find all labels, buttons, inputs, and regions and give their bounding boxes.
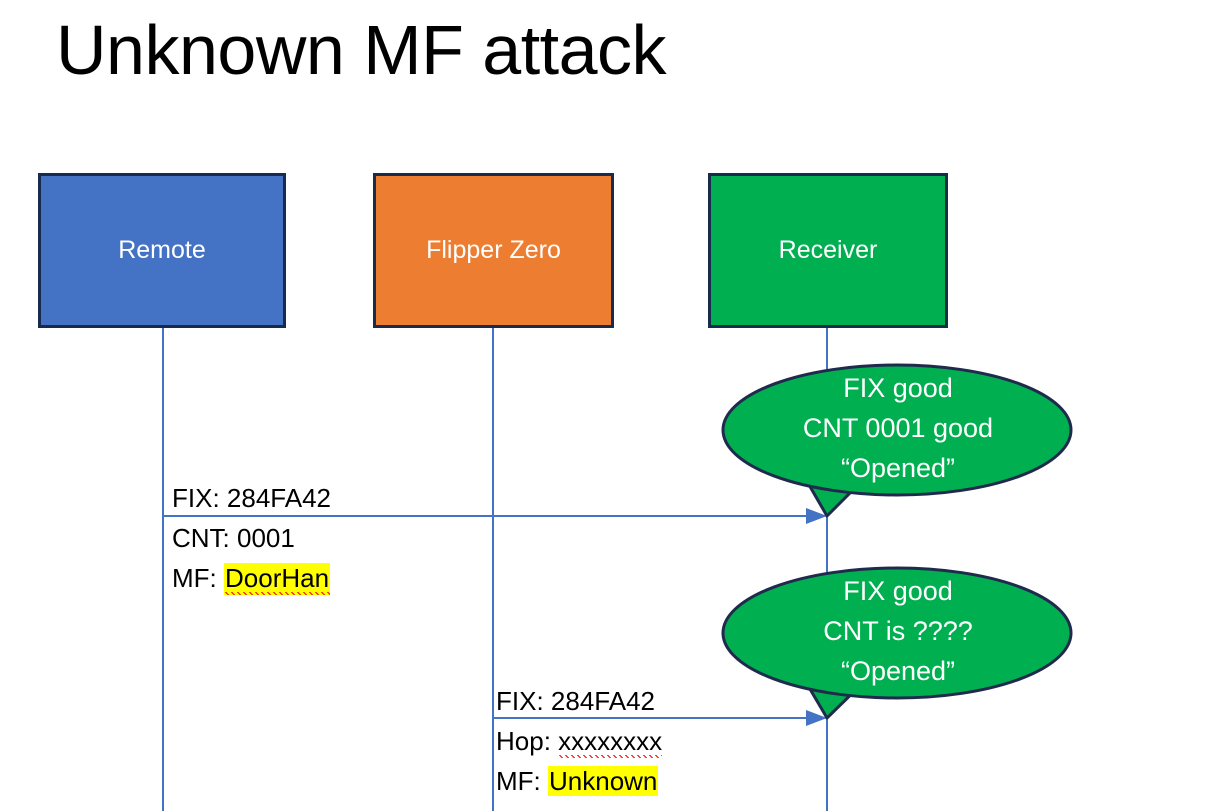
- message-1-fix-line: FIX: 284FA42: [172, 483, 331, 513]
- speech-bubble-1-body: [721, 363, 1073, 497]
- message-1-cnt-line: CNT: 0001: [172, 523, 295, 553]
- speech-bubble-2: [721, 566, 1073, 720]
- actor-label-flipper: Flipper Zero: [426, 235, 561, 264]
- message-1-mf-line: MF: DoorHan: [172, 558, 331, 598]
- message-2-mf-prefix: MF:: [496, 766, 548, 796]
- message-2-fix-line: FIX: 284FA42: [496, 686, 655, 716]
- message-arrowhead-1: [806, 508, 827, 524]
- actor-label-remote: Remote: [118, 235, 206, 264]
- message-2-hop-value: xxxxxxxx: [558, 726, 663, 758]
- message-1-mf-value: DoorHan: [224, 563, 331, 595]
- message-2-mf-value: Unknown: [548, 766, 659, 796]
- message-arrowhead-2: [806, 710, 827, 726]
- page-title: Unknown MF attack: [56, 11, 667, 89]
- actor-box-receiver[interactable]: Receiver: [708, 173, 948, 328]
- message-2-mf-line: MF: Unknown: [496, 761, 659, 801]
- speech-bubble-1: [721, 363, 1073, 518]
- actor-label-receiver: Receiver: [778, 235, 878, 264]
- actor-box-remote[interactable]: Remote: [38, 173, 286, 328]
- message-1-mf-prefix: MF:: [172, 563, 224, 593]
- actor-box-flipper[interactable]: Flipper Zero: [373, 173, 614, 328]
- message-2-hop-line: Hop: xxxxxxxx: [496, 721, 663, 761]
- speech-bubble-2-body: [721, 566, 1073, 700]
- message-2-hop-prefix: Hop:: [496, 726, 559, 756]
